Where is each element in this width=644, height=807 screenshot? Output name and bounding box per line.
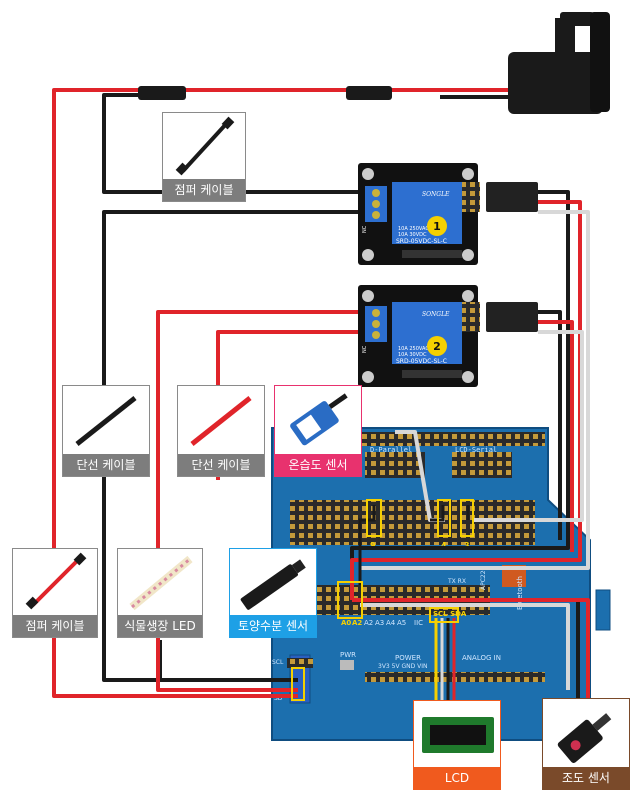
apc-label: D-Parallel — [370, 446, 412, 454]
lcd-wires — [434, 618, 456, 708]
jumper-cable-icon — [175, 116, 235, 176]
relay2-term-nc: NC — [362, 345, 368, 353]
light-sensor-icon — [557, 713, 612, 763]
apc220-label: APC220 — [480, 566, 487, 590]
dht-sensor-icon — [290, 393, 348, 446]
card-solid-left: 단선 케이블 — [62, 385, 150, 477]
card-solid-mid: 단선 케이블 — [177, 385, 265, 477]
label-solid-mid: 단선 케이블 — [178, 454, 264, 476]
digital-label-9: 9 — [370, 541, 376, 550]
relay1-model: SRD-05VDC-SL-C — [396, 238, 447, 245]
relay1-rating1: 10A 250VAC — [398, 226, 429, 232]
soil-sensor-icon — [240, 559, 306, 610]
label-soil-moisture: 토양수분 센서 — [230, 615, 316, 637]
analog-label-a5: A5 — [397, 619, 406, 627]
lcd-serial-header — [452, 452, 512, 478]
relay2-model: SRD-05VDC-SL-C — [396, 358, 447, 365]
header-top-left — [356, 432, 436, 446]
relay2-rating1: 10A 250VAC — [398, 346, 429, 352]
analog-in-label: ANALOG IN — [462, 654, 501, 662]
scl-left-label: SCL — [272, 659, 284, 666]
apc-header — [365, 452, 425, 478]
lcd-serial-label: LCD-Serial — [455, 446, 497, 454]
relay1-term-nc: NC — [362, 225, 368, 233]
shield-connectors — [291, 499, 474, 701]
relay1-rating2: 10A 30VDC — [398, 232, 427, 238]
relay-module-1: 10A 250VAC 10A 30VDC SRD-05VDC-SL-C SONG… — [358, 163, 538, 265]
pump-connector-right — [346, 86, 392, 100]
solid-cable-red-icon — [190, 396, 252, 446]
relay2-number: 2 — [433, 340, 441, 353]
pump-connector-left — [138, 86, 186, 100]
card-soil-moisture: 토양수분 센서 — [229, 548, 317, 638]
relay2-jumper-plug — [486, 302, 538, 332]
analog-label-a3: A3 — [375, 619, 384, 627]
card-temp-humidity: 온습도 센서 — [274, 385, 362, 477]
relay2-number-badge — [427, 336, 447, 356]
card-light-sensor: 조도 센서 — [542, 698, 630, 790]
lcd-module-icon — [422, 717, 494, 753]
power-label: POWER — [395, 654, 421, 662]
relay1-number-badge — [427, 216, 447, 236]
digital-label-4: 4 — [441, 541, 447, 550]
header-top-right — [430, 432, 545, 446]
card-lcd: LCD — [413, 700, 501, 790]
txrx-label: TX RX — [447, 578, 466, 585]
relay1-brand: SONGLE — [422, 191, 450, 198]
sd-left-label: SD — [274, 695, 283, 702]
solid-cable-black-icon — [75, 396, 137, 446]
label-light-sensor: 조도 센서 — [543, 767, 629, 789]
label-solid-left: 단선 케이블 — [63, 454, 149, 476]
led-strip-icon — [129, 555, 193, 611]
label-temp-humidity: 온습도 센서 — [275, 454, 361, 476]
relay1-number: 1 — [433, 220, 441, 233]
scl-sda-label: SCL SDA — [433, 610, 467, 618]
analog-label-a2b: A2 — [364, 619, 373, 627]
relay2-rating2: 10A 30VDC — [398, 352, 427, 358]
relay-module-2: 10A 250VAC 10A 30VDC SRD-05VDC-SL-C SONG… — [358, 285, 538, 387]
white-wires — [360, 210, 590, 690]
pwr-label: PWR — [340, 651, 356, 659]
analog-label-a4: A4 — [386, 619, 396, 627]
label-jumper-top: 점퍼 케이블 — [163, 179, 245, 201]
iic-label: IIC — [414, 619, 423, 627]
bluetooth-label: Bluetooth — [516, 576, 524, 610]
analog-label-a2: A2 — [352, 619, 362, 627]
card-jumper-bottom: 점퍼 케이블 — [12, 548, 98, 638]
label-grow-led: 식물생장 LED — [118, 615, 202, 637]
label-lcd: LCD — [414, 767, 500, 789]
analog-label-a0: A0 — [341, 619, 351, 627]
card-grow-led: 식물생장 LED — [117, 548, 203, 638]
jumper-cable-red-icon — [25, 552, 87, 610]
relay2-brand: SONGLE — [422, 311, 450, 318]
card-jumper-top: 점퍼 케이블 — [162, 112, 246, 202]
red-wires — [52, 88, 590, 700]
digital-label-3: 3 — [464, 541, 470, 550]
water-pump — [138, 12, 610, 114]
label-jumper-bottom: 점퍼 케이블 — [13, 615, 97, 637]
power-pins-label: 3V3 5V GND VIN — [378, 663, 428, 670]
relay1-jumper-plug — [486, 182, 538, 212]
digital-io-header — [290, 500, 535, 545]
bluetooth-socket — [502, 565, 526, 587]
